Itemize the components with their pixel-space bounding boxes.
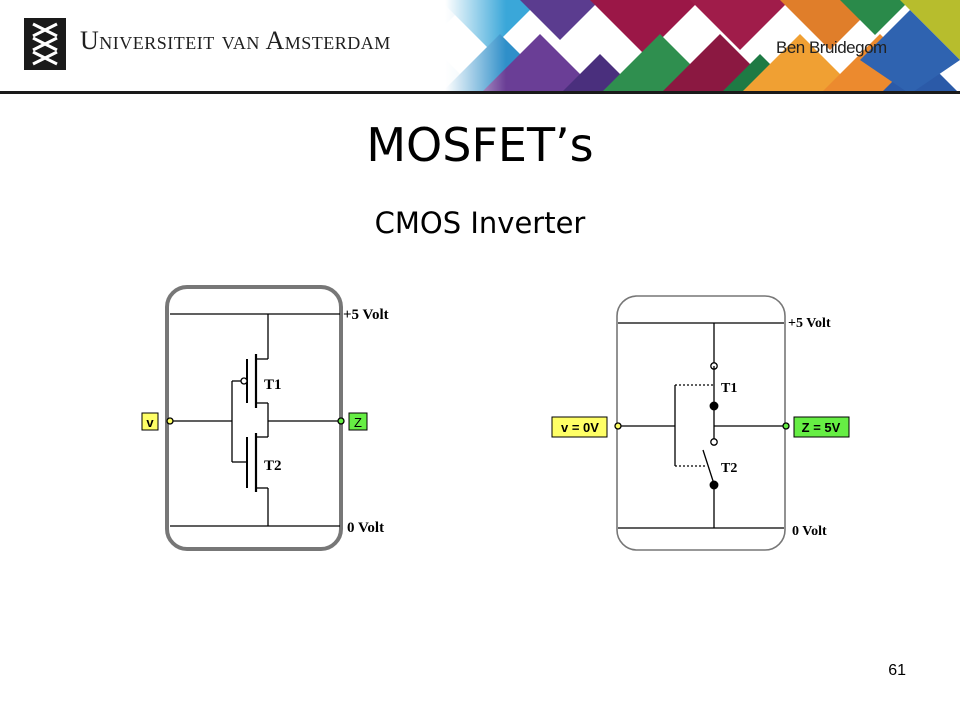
right-t1-label: T1 — [721, 381, 737, 396]
slide-title: MOSFET’s — [366, 118, 594, 172]
right-supply-label: +5 Volt — [788, 316, 831, 331]
left-t1-label: T1 — [264, 377, 282, 393]
left-output-label: Z — [354, 415, 362, 430]
header-banner — [0, 0, 960, 94]
slide-subtitle: CMOS Inverter — [374, 206, 586, 240]
page-number: 61 — [888, 662, 906, 679]
header-bar — [0, 91, 960, 94]
uva-crest-icon — [24, 18, 66, 70]
left-t2-label: T2 — [264, 458, 282, 474]
left-ground-label: 0 Volt — [347, 520, 384, 536]
right-input-label: v = 0V — [561, 420, 599, 435]
slide-header: Universiteit van Amsterdam Ben Bruidegom — [0, 0, 960, 94]
left-input-label: v — [146, 415, 154, 430]
right-output-label: Z = 5V — [802, 420, 841, 435]
left-supply-label: +5 Volt — [343, 307, 389, 323]
right-t2-label: T2 — [721, 461, 737, 476]
header-mosaic — [330, 0, 960, 94]
author-name: Ben Bruidegom — [776, 38, 887, 57]
right-ground-label: 0 Volt — [792, 524, 827, 539]
university-name: Universiteit van Amsterdam — [80, 26, 391, 55]
